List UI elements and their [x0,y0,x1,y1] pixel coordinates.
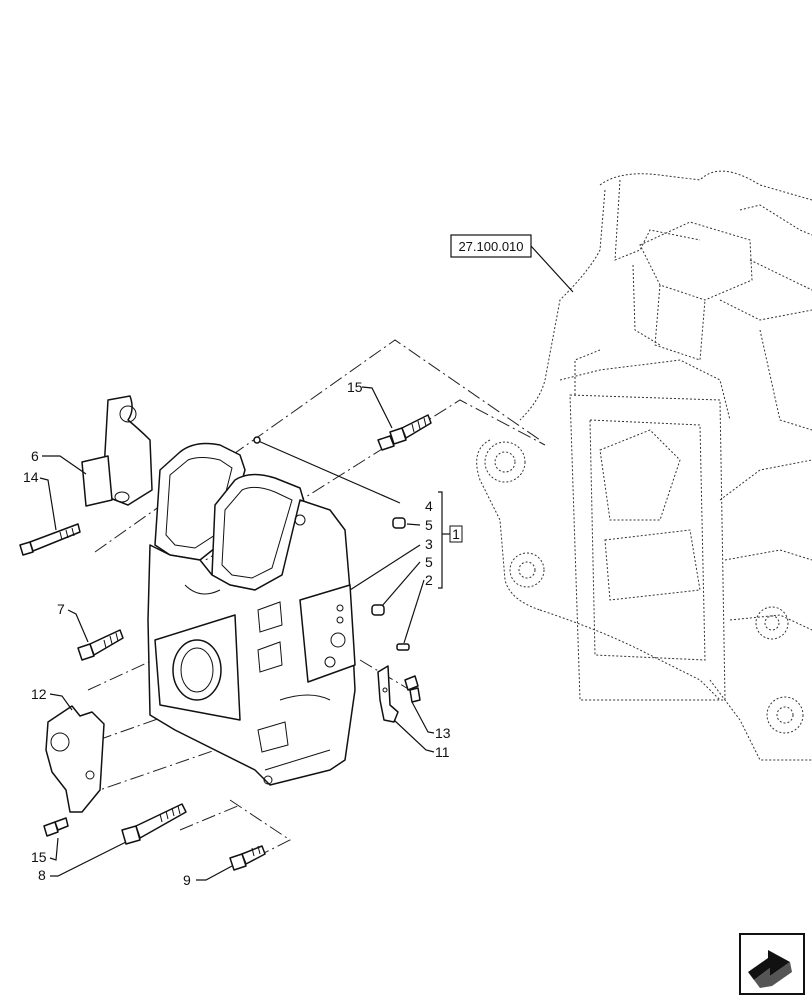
bolt-13[interactable] [43,817,69,837]
small-bracket[interactable] [377,665,399,723]
svg-text:13: 13 [435,725,451,741]
callout-5-lower[interactable]: 5 [381,554,433,607]
callout-10[interactable]: 14 [23,469,57,531]
callout-2[interactable]: 3 [349,536,433,591]
stud-15[interactable] [377,414,432,451]
svg-text:14: 14 [23,469,39,485]
callout-13[interactable]: 15 [31,837,59,865]
callout-7[interactable]: 7 [57,601,89,643]
callout-11[interactable]: 11 [393,719,450,760]
callout-4[interactable]: 4 [425,498,433,514]
svg-text:5: 5 [425,517,433,533]
bolt-7[interactable] [77,629,124,661]
next-page-arrow-icon[interactable] [739,933,805,995]
bolt-10[interactable] [19,523,81,556]
svg-text:2: 2 [425,572,433,588]
bolt-12[interactable] [404,675,421,703]
upper-bracket-plate[interactable] [81,395,153,507]
assembly-number: 1 [452,526,460,542]
svg-text:15: 15 [347,379,363,395]
svg-text:12: 12 [31,686,47,702]
svg-text:7: 7 [57,601,65,617]
callout-3[interactable]: 2 [403,572,433,644]
svg-text:9: 9 [183,872,191,888]
bolt-9[interactable] [229,845,266,871]
bolt-8[interactable] [121,803,187,845]
svg-text:8: 8 [38,867,46,883]
pin-3[interactable] [396,643,410,651]
callout-14[interactable]: 12 [31,686,73,711]
svg-text:6: 6 [31,448,39,464]
svg-text:15: 15 [31,849,47,865]
lower-bracket-plate[interactable] [45,705,105,813]
reference-code: 27.100.010 [458,239,523,254]
callout-5-upper[interactable]: 5 [406,517,433,533]
callout-12[interactable]: 13 [411,701,451,741]
callout-9[interactable]: 9 [183,865,233,888]
assembly-group-bracket: 1 [438,491,463,589]
bushing-5-lower[interactable] [371,604,385,616]
callout-15[interactable]: 15 [347,379,393,429]
svg-text:5: 5 [425,554,433,570]
hitch-housing[interactable] [147,442,356,786]
callout-6[interactable]: 6 [31,448,87,475]
svg-text:4: 4 [425,498,433,514]
pin-4[interactable] [253,436,401,504]
svg-text:11: 11 [435,744,450,760]
reference-code-callout[interactable]: 27.100.010 [450,234,574,293]
tractor-frame-ghost [476,170,812,761]
callout-8[interactable]: 8 [38,841,127,883]
bushing-5-upper[interactable] [392,517,406,529]
svg-text:3: 3 [425,536,433,552]
